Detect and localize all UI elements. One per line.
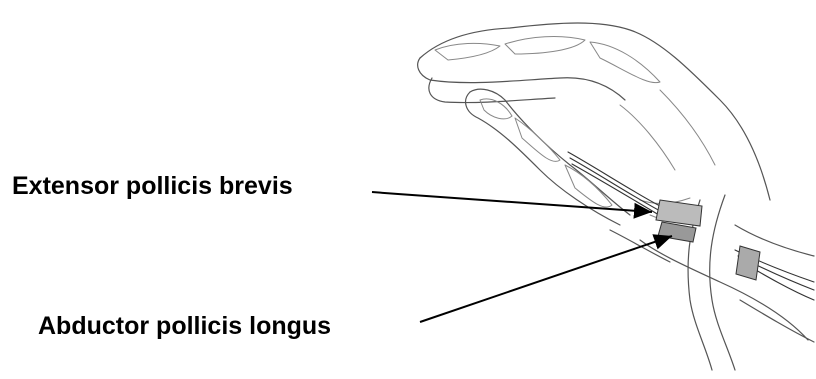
hand-outline <box>418 23 814 370</box>
abductor-pollicis-longus-label: Abductor pollicis longus <box>38 314 331 339</box>
abductor-leader-line <box>420 236 672 322</box>
extensor-pollicis-brevis-label: Extensor pollicis brevis <box>12 174 293 199</box>
tendon-bundle <box>568 152 814 300</box>
bone-sketch <box>435 37 715 221</box>
tendon-sheath <box>656 200 760 280</box>
